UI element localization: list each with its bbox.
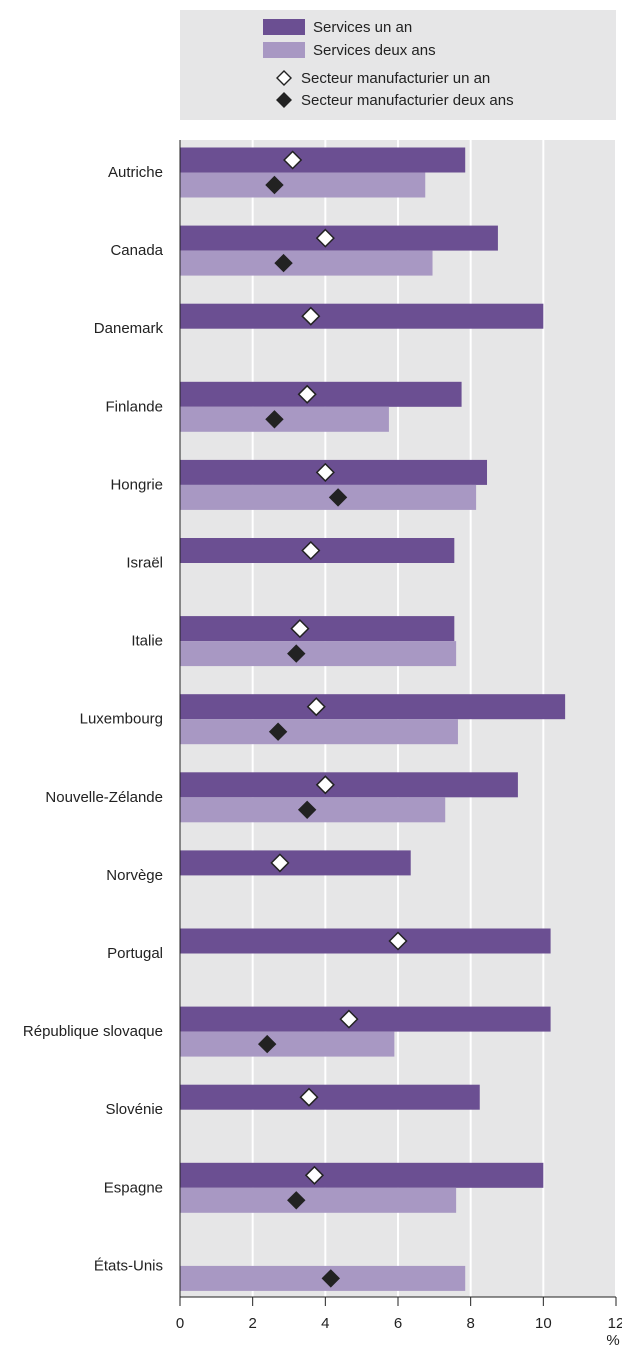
legend-marker <box>276 92 292 108</box>
marker-manufacturier-deux-ans <box>257 1034 277 1054</box>
marker-manufacturier-un-an <box>297 384 317 404</box>
marker-manufacturier-deux-ans <box>268 722 288 741</box>
bar-services-un-an <box>180 1162 544 1188</box>
bar-services-deux-ans <box>180 1031 395 1057</box>
bar-services-un-an <box>180 772 518 798</box>
legend-label: Secteur manufacturier deux ans <box>301 92 514 109</box>
category-label: Canada <box>110 242 163 259</box>
marker-manufacturier-un-an <box>304 1165 324 1185</box>
bar-services-un-an <box>180 1084 480 1110</box>
bar-services-deux-ans <box>180 250 433 276</box>
x-tick-label: 4 <box>321 1315 329 1332</box>
marker-manufacturier-un-an <box>315 228 335 248</box>
bar-services-un-an <box>180 616 455 642</box>
marker-manufacturier-un-an <box>290 619 310 639</box>
category-label: Nouvelle-Zélande <box>45 789 163 806</box>
bar-services-un-an <box>180 694 566 720</box>
x-tick-label: 10 <box>535 1315 552 1332</box>
legend-swatch <box>263 42 305 58</box>
bar-services-deux-ans <box>180 484 477 510</box>
bar-services-deux-ans <box>180 1187 457 1213</box>
x-tick-label: 12 <box>608 1315 622 1332</box>
legend-background <box>180 10 616 120</box>
category-label: Autriche <box>108 164 163 181</box>
marker-manufacturier-un-an <box>301 306 321 326</box>
bar-services-deux-ans <box>180 406 389 432</box>
category-label: Norvège <box>106 867 163 884</box>
bar-services-un-an <box>180 850 411 876</box>
category-label: États-Unis <box>94 1257 163 1274</box>
marker-manufacturier-deux-ans <box>265 410 284 429</box>
bar-services-un-an <box>180 225 498 251</box>
marker-manufacturier-deux-ans <box>265 175 284 195</box>
axes <box>179 140 617 1306</box>
tick-labels: 0 2 4 6 8 10 12 <box>176 1315 622 1332</box>
marker-manufacturier-un-an <box>339 1009 359 1029</box>
category-label: Slovénie <box>105 1101 163 1118</box>
x-axis-unit: % <box>606 1332 619 1349</box>
marker-manufacturier-un-an <box>306 697 326 717</box>
markers <box>257 150 408 1288</box>
marker-manufacturier-deux-ans <box>287 1191 306 1210</box>
marker-manufacturier-un-an <box>270 853 290 873</box>
bar-services-deux-ans <box>180 641 457 667</box>
category-label: Hongrie <box>110 476 163 493</box>
category-label: Finlande <box>105 398 163 415</box>
legend-label: Services deux ans <box>313 42 436 59</box>
marker-manufacturier-deux-ans <box>287 644 306 663</box>
x-tick-label: 8 <box>466 1315 474 1332</box>
marker-manufacturier-un-an <box>283 150 303 170</box>
marker-manufacturier-deux-ans <box>297 800 317 820</box>
marker-manufacturier-un-an <box>299 1087 319 1107</box>
bar-services-un-an <box>180 381 462 407</box>
legend-label: Secteur manufacturier un an <box>301 70 490 87</box>
marker-manufacturier-deux-ans <box>274 253 293 273</box>
bar-services-deux-ans <box>180 719 458 745</box>
category-label: Luxembourg <box>80 711 163 728</box>
category-label: Espagne <box>104 1179 163 1196</box>
bar-services-un-an <box>180 303 544 329</box>
bars <box>180 147 566 1291</box>
marker-manufacturier-deux-ans <box>321 1269 340 1288</box>
legend-marker <box>276 70 292 86</box>
category-label: Portugal <box>107 945 163 962</box>
bar-services-un-an <box>180 147 466 173</box>
category-label: République slovaque <box>23 1023 163 1040</box>
marker-manufacturier-deux-ans <box>328 488 348 507</box>
legend-swatch <box>263 19 305 35</box>
bar-services-deux-ans <box>180 172 426 198</box>
legend-label: Services un an <box>313 19 412 36</box>
x-tick-label: 6 <box>394 1315 402 1332</box>
category-labels: AutricheCanadaDanemarkFinlandeHongrieIsr… <box>23 164 164 1274</box>
category-label: Italie <box>131 633 163 650</box>
marker-manufacturier-un-an <box>315 775 335 795</box>
category-label: Danemark <box>94 320 164 337</box>
x-tick-label: 0 <box>176 1315 184 1332</box>
category-label: Israël <box>126 555 163 572</box>
bar-services-un-an <box>180 1006 551 1032</box>
x-tick-label: 2 <box>248 1315 256 1332</box>
marker-manufacturier-un-an <box>301 540 321 561</box>
marker-manufacturier-un-an <box>388 931 408 951</box>
marker-manufacturier-un-an <box>315 462 335 482</box>
bar-services-un-an <box>180 928 551 954</box>
